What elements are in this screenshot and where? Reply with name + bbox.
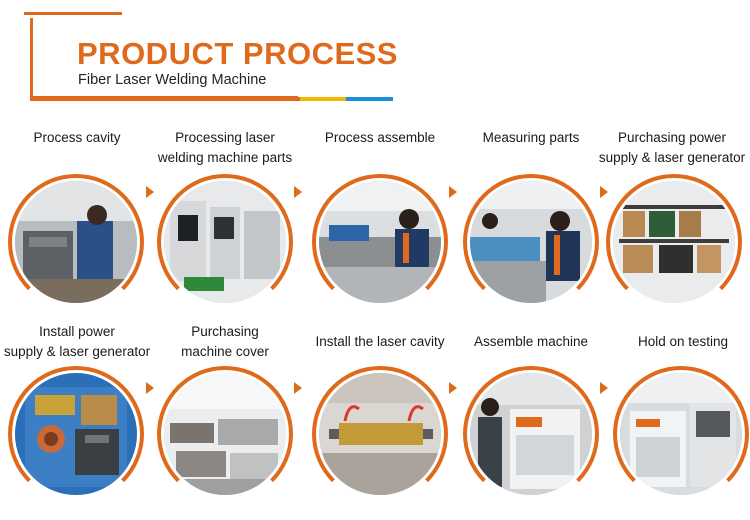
step-ring xyxy=(157,174,293,310)
measuring-photo xyxy=(470,181,592,303)
arrow-icon xyxy=(294,186,302,198)
step-label: Purchasing power supply & laser generato… xyxy=(598,130,746,165)
wiring-cabinet-photo xyxy=(15,373,137,495)
divider-yellow xyxy=(300,97,346,101)
step-ring xyxy=(613,366,749,502)
testing-photo xyxy=(620,373,742,495)
arrow-icon xyxy=(146,382,154,394)
step-label: Process cavity xyxy=(33,130,121,145)
step-ring xyxy=(463,174,599,310)
step-ring xyxy=(8,174,144,310)
shelves-photo xyxy=(613,181,735,303)
arrow-icon xyxy=(600,186,608,198)
step-ring xyxy=(312,174,448,310)
machine-assembly-photo xyxy=(470,373,592,495)
page-subtitle: Fiber Laser Welding Machine xyxy=(78,72,267,88)
step-label: Process assemble xyxy=(324,130,436,145)
step-ring xyxy=(606,174,742,310)
assembly-bench-photo xyxy=(319,181,441,303)
step-label: Purchasing machine cover xyxy=(181,324,269,359)
cnc-machines-photo xyxy=(164,181,286,303)
arrow-icon xyxy=(294,382,302,394)
step-ring xyxy=(8,366,144,502)
step-label: Install the laser cavity xyxy=(315,334,445,349)
step-label: Assemble machine xyxy=(473,334,589,349)
header-accent-line xyxy=(24,12,122,15)
arrow-icon xyxy=(146,186,154,198)
arrow-icon xyxy=(449,186,457,198)
step-label: Measuring parts xyxy=(482,130,580,145)
covers-photo xyxy=(164,373,286,495)
laser-cavity-photo xyxy=(319,373,441,495)
step-ring xyxy=(312,366,448,502)
page-title: PRODUCT PROCESS xyxy=(77,36,398,71)
step-label: Hold on testing xyxy=(637,334,729,349)
divider-blue xyxy=(346,97,393,101)
step-label: Processing laser welding machine parts xyxy=(157,130,293,165)
step-ring xyxy=(157,366,293,502)
divider-orange xyxy=(30,97,300,101)
arrow-icon xyxy=(449,382,457,394)
step-label: Install power supply & laser generator xyxy=(3,324,151,359)
step-ring xyxy=(463,366,599,502)
arrow-icon xyxy=(600,382,608,394)
machining-photo xyxy=(15,181,137,303)
